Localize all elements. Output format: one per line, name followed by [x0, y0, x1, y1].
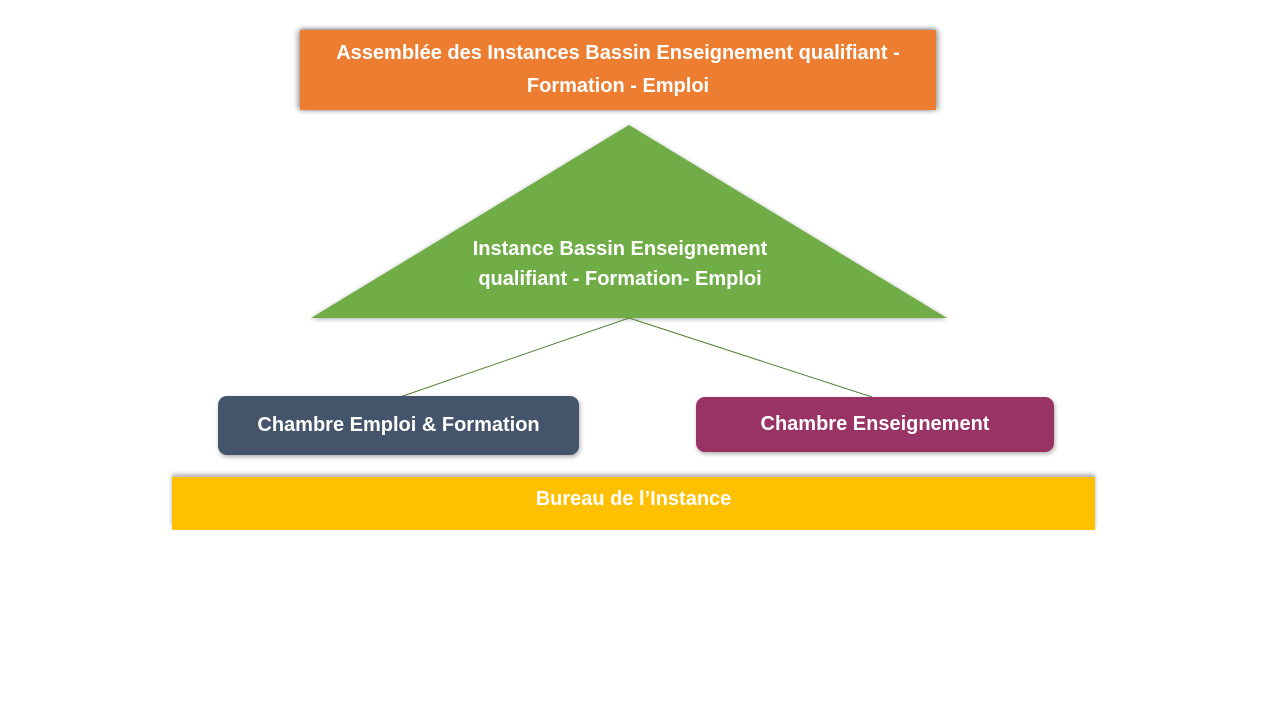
- chamber-enseignement-box: Chambre Enseignement: [696, 397, 1054, 452]
- bureau-label: Bureau de l’Instance: [535, 488, 732, 510]
- chamber-emploi-formation-box: Chambre Emploi & Formation: [218, 396, 579, 455]
- bureau-box: Bureau de l’Instance: [172, 477, 1095, 530]
- chamber-emploi-formation-label: Chambre Emploi & Formation: [257, 414, 540, 436]
- instance-label: Instance Bassin Enseignement qualifiant …: [472, 238, 768, 290]
- connector-line-left: [399, 317, 630, 398]
- assembly-label: Assemblée des Instances Bassin Enseignem…: [336, 42, 900, 97]
- assembly-box: Assemblée des Instances Bassin Enseignem…: [300, 30, 936, 110]
- connector-line-right: [628, 317, 873, 398]
- instance-triangle: [311, 125, 947, 318]
- chamber-enseignement-label: Chambre Enseignement: [760, 413, 990, 435]
